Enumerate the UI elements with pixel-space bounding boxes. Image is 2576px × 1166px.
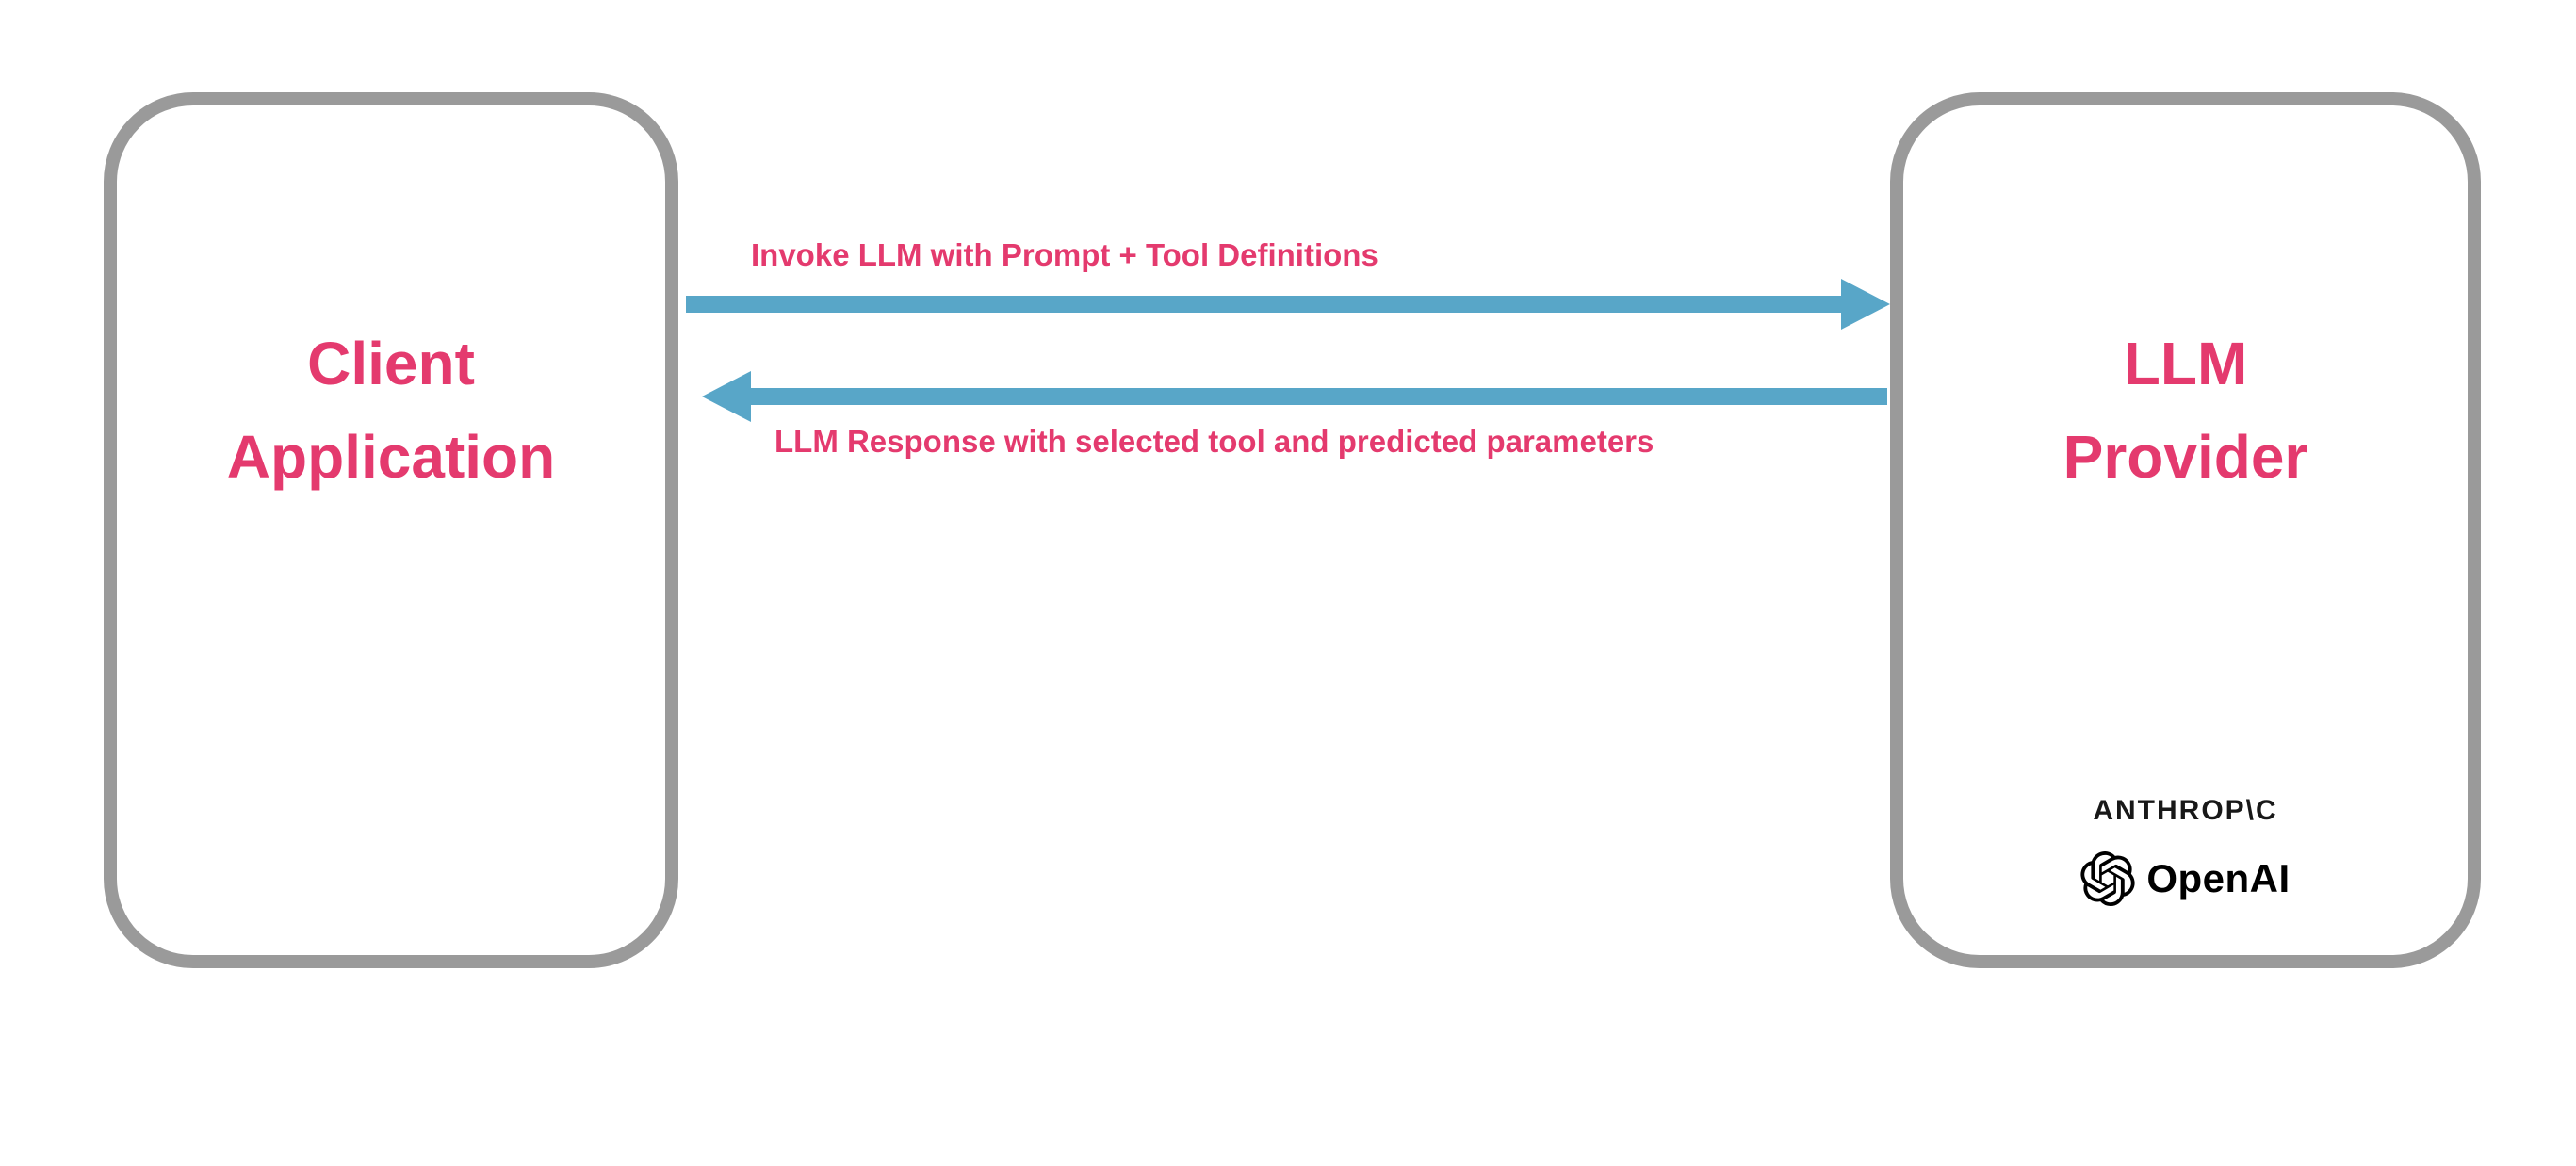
anthropic-wordmark: ANTHROP\C: [2093, 795, 2278, 826]
response-arrow-label: LLM Response with selected tool and pred…: [774, 424, 1655, 459]
provider-title-line1: LLM: [2123, 330, 2248, 397]
client-title-line1: Client: [307, 330, 475, 397]
openai-wordmark: OpenAI: [2146, 856, 2291, 900]
openai-logo-icon: [2080, 851, 2135, 906]
request-arrow-label: Invoke LLM with Prompt + Tool Definition…: [751, 237, 1378, 272]
client-application-title: Client Application: [117, 317, 665, 504]
client-title-line2: Application: [226, 423, 556, 492]
request-arrow: [686, 296, 1843, 313]
openai-logo-row: OpenAI: [2080, 851, 2290, 906]
provider-title-line2: Provider: [2062, 423, 2308, 492]
response-arrow: [751, 388, 1887, 405]
llm-provider-title: LLM Provider: [1903, 317, 2468, 504]
client-application-box: Client Application: [104, 92, 678, 968]
llm-provider-box: LLM Provider ANTHROP\C OpenAI: [1890, 92, 2481, 968]
request-arrowhead-icon: [1841, 279, 1890, 330]
response-arrowhead-icon: [702, 371, 751, 422]
provider-logo-stack: ANTHROP\C OpenAI: [1903, 795, 2468, 906]
